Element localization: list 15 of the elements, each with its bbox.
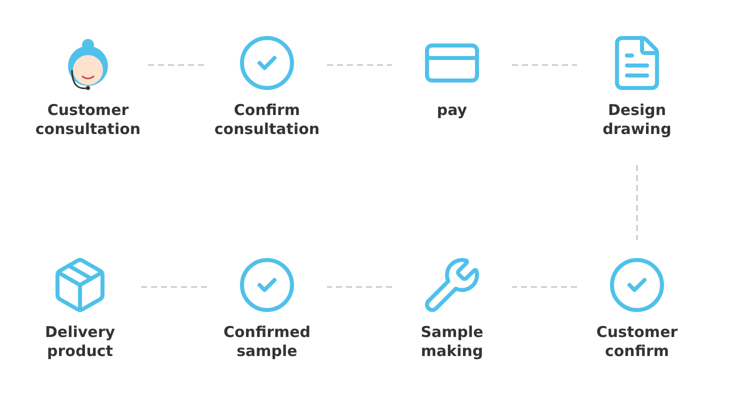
- dashed-connector: [148, 64, 207, 66]
- dashed-connector: [512, 64, 577, 66]
- dashed-connector: [512, 286, 577, 288]
- step-label: Confirm consultation: [213, 101, 321, 139]
- step-label: Confirmed sample: [222, 323, 312, 361]
- dashed-connector: [327, 286, 392, 288]
- step-label: Design drawing: [602, 101, 672, 139]
- step-label: pay: [436, 101, 468, 120]
- step-label: Customer consultation: [34, 101, 142, 139]
- dashed-connector: [140, 286, 207, 288]
- step-label: Customer confirm: [595, 323, 679, 361]
- step-label: Sample making: [420, 323, 484, 361]
- dashed-connector: [636, 165, 638, 240]
- step-label: Delivery product: [44, 323, 116, 361]
- dashed-connector: [327, 64, 392, 66]
